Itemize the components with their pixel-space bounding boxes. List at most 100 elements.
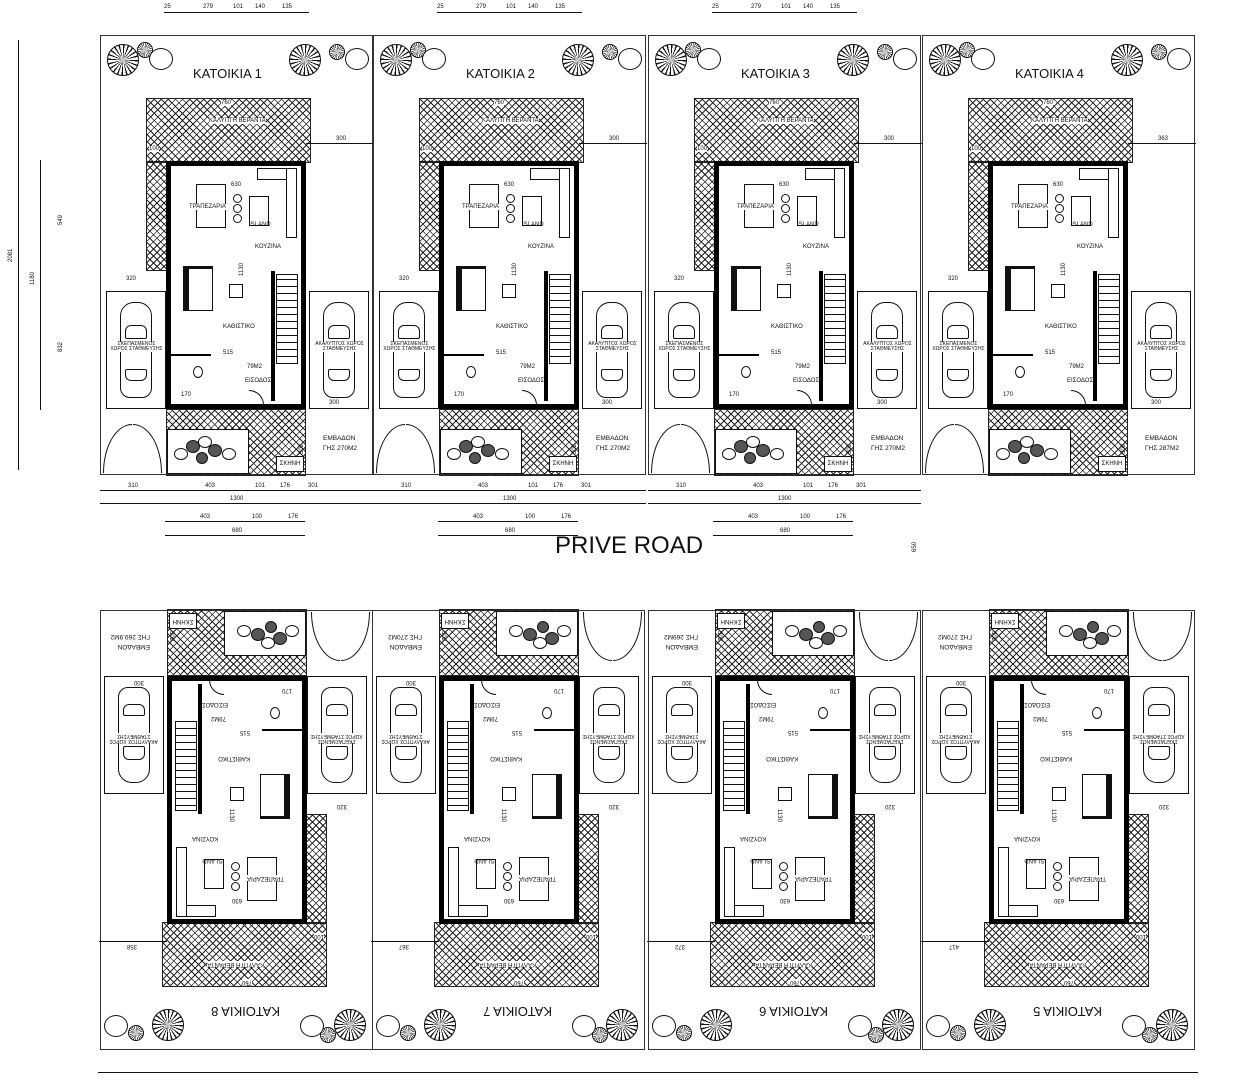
kitchen-island [204, 859, 224, 889]
tree-icon [606, 1009, 638, 1041]
kitchen-counter-side [448, 847, 459, 917]
shrub-icon [471, 436, 485, 448]
wc-dim: 170 [829, 687, 840, 693]
gate-right[interactable] [583, 612, 612, 661]
side-hatch [577, 814, 599, 924]
house-footprint: ΤΡΑΠΕΖΑΡΙΑ 630 ISLAND ΚΟΥΖΙΝΑ ΚΑΘΙΣΤΙΚΟ … [989, 676, 1129, 924]
side-hatch [305, 814, 327, 924]
land-area: ΓΗΣ 269.9M2 [110, 633, 150, 640]
house-depth-dim: 549 [58, 214, 64, 225]
gate-right[interactable] [955, 424, 984, 473]
island-label: ISLAND [474, 857, 496, 863]
gate-left[interactable] [889, 612, 918, 661]
gate-left[interactable] [341, 612, 370, 661]
kitchen-label: ΚΟΥΖΙΝΑ [1077, 244, 1103, 250]
gate-left[interactable] [1163, 612, 1192, 661]
covered-parking-label: ΣΚΕΠΑΣΜΕΝΟΣ ΧΩΡΟΣ ΣΤΑΘΜΕΥΣΗΣ [109, 341, 164, 352]
tree-icon [424, 1009, 456, 1041]
stool-icon [781, 204, 790, 213]
gate-left[interactable] [651, 424, 680, 473]
road-width-dim: 650 [912, 541, 918, 552]
tree-icon [974, 1009, 1006, 1041]
dining-label: ΤΡΑΠΕΖΑΡΙΑ [462, 204, 499, 210]
kitchen-counter-side [998, 847, 1009, 917]
land-area: ΓΗΣ 270M2 [596, 445, 630, 452]
wc-dim: 170 [454, 392, 465, 398]
storage-box: ΣΚΗΝΗ [717, 613, 745, 629]
terrace-side-dim: 100 [149, 146, 160, 152]
coffee-table [229, 284, 243, 298]
kitchen-island [797, 196, 817, 226]
house-title: ΚΑΤΟΙΚΙΑ 3 [741, 66, 810, 81]
gate-left[interactable] [925, 424, 954, 473]
side-dim-line [579, 143, 647, 144]
storage-box: ΣΚΗΝΗ [824, 456, 852, 472]
island-label: ISLAND [797, 222, 819, 228]
gate-right[interactable] [311, 612, 340, 661]
shrub-icon [174, 448, 188, 460]
stool-icon [779, 862, 788, 871]
land-area: ΓΗΣ 270M2 [938, 633, 972, 640]
front-row2-dim: 176 [288, 514, 299, 520]
covered-parking: ΣΚΕΠΑΣΜΕΝΟΣ ΧΩΡΟΣ ΣΤΑΘΜΕΥΣΗΣ [855, 676, 915, 794]
tree-icon [700, 1009, 732, 1041]
shrub-icon [300, 1015, 324, 1037]
gate-right[interactable] [681, 424, 710, 473]
staircase [447, 721, 469, 811]
tree-icon [1111, 44, 1143, 76]
front-dim: 403 [478, 483, 489, 489]
stair-wall [271, 271, 275, 401]
gate-left[interactable] [103, 424, 132, 473]
planter [496, 611, 578, 656]
overall-dim-line [18, 40, 19, 470]
stool-icon [233, 194, 242, 203]
area-label: ΕΜΒΑΔΟΝ [871, 435, 904, 442]
shrub-icon [557, 625, 571, 637]
plot-house-5: ΚΑΤΟΙΚΙΑ 7 ΚΑΛΥΠΤΗ ΒΕΡΑΝΤΑ 760 100 367 Σ… [371, 609, 645, 1050]
front-dim: 176 [553, 483, 564, 489]
gate-left[interactable] [376, 424, 405, 473]
gate-right[interactable] [1133, 612, 1162, 661]
toilet-icon [1015, 366, 1025, 378]
toilet-icon [1092, 707, 1102, 719]
depth-dim: 1130 [787, 263, 793, 276]
shrub-icon [756, 444, 770, 457]
top-dim: 135 [555, 4, 566, 10]
shrub-icon [251, 628, 265, 641]
kitchen-label: ΚΟΥΖΙΝΑ [192, 835, 218, 841]
planter [224, 611, 306, 656]
front-row2-dim: 176 [836, 514, 847, 520]
wc-wall [262, 729, 302, 731]
dining-label: ΤΡΑΠΕΖΑΡΙΑ [1069, 875, 1106, 881]
gate-right[interactable] [133, 424, 162, 473]
entrance-label: ΕΙΣΟΔΟΣ [1023, 701, 1050, 707]
tree-icon [380, 44, 412, 76]
shrub-icon [1087, 621, 1099, 633]
gate-right[interactable] [859, 612, 888, 661]
side-dim-line [306, 143, 374, 144]
stair-wall [1093, 271, 1097, 401]
open-parking: ΑΚΑΛΥΠΤΟΣ ΧΩΡΟΣ ΣΤΑΘΜΕΥΣΗΣ [376, 676, 436, 794]
terrace-side-dim: 100 [585, 933, 596, 939]
side-dim-line [371, 941, 439, 942]
front-row2-total: 680 [505, 528, 516, 534]
side-dim-line [99, 941, 167, 942]
kitchen-counter-side [176, 847, 187, 917]
top-dim: 135 [282, 4, 293, 10]
front-dim: 301 [581, 483, 592, 489]
stair-wall [544, 271, 548, 401]
side-hatch [419, 161, 441, 271]
shrub-icon [744, 452, 756, 464]
staircase [175, 721, 197, 811]
shrub-icon [746, 436, 760, 448]
gate-right[interactable] [406, 424, 435, 473]
tree-icon [1156, 1009, 1188, 1041]
shrub-icon [821, 632, 835, 645]
front-row2-dim: 403 [200, 514, 211, 520]
open-parking-label: ΑΚΑΛΥΠΤΟΣ ΧΩΡΟΣ ΣΤΑΘΜΕΥΣΗΣ [860, 342, 915, 352]
stool-icon [779, 872, 788, 881]
gate-left[interactable] [613, 612, 642, 661]
shrub-icon [376, 1015, 400, 1037]
wc-dim: 170 [1003, 392, 1014, 398]
front-dim-line [373, 490, 646, 491]
